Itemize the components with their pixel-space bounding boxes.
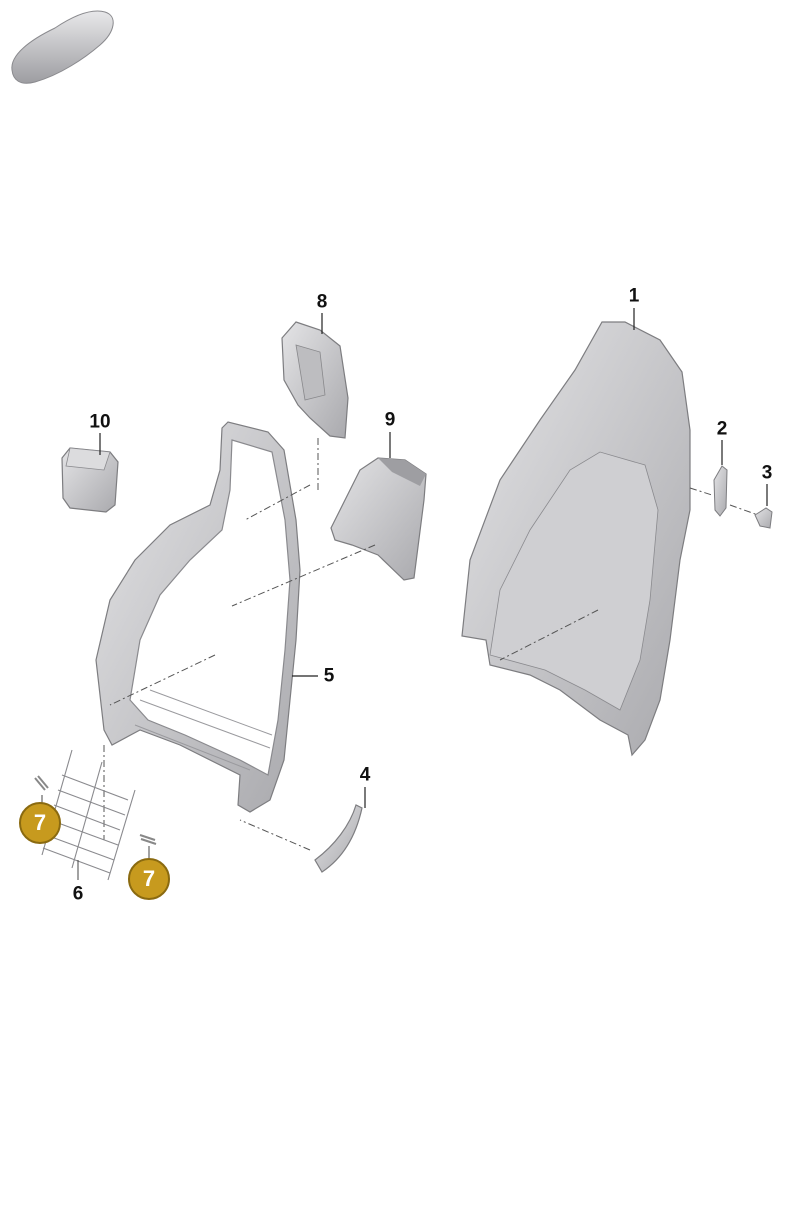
part-4-trim-cover[interactable] (239, 804, 363, 873)
part-9-back-panel[interactable] (330, 457, 427, 581)
callout-2[interactable]: 2 (716, 418, 728, 440)
callout-5[interactable]: 5 (323, 665, 335, 687)
callout-8[interactable]: 8 (316, 291, 328, 313)
callout-3[interactable]: 3 (761, 462, 773, 484)
part-5-backrest-frame[interactable] (95, 421, 376, 840)
callout-9[interactable]: 9 (384, 409, 396, 431)
badge-7-left[interactable]: 7 (19, 802, 61, 844)
car-silhouette-icon[interactable] (11, 10, 114, 84)
callout-4[interactable]: 4 (359, 764, 371, 786)
part-7-spring-b[interactable] (139, 834, 157, 858)
callout-6[interactable]: 6 (72, 883, 84, 905)
callout-10[interactable]: 10 (89, 411, 111, 433)
leader-lines (99, 308, 768, 808)
part-3-retainer[interactable] (754, 507, 773, 529)
part-2-clip[interactable] (713, 465, 728, 517)
part-1-backrest-shell[interactable] (461, 321, 759, 757)
callout-1[interactable]: 1 (628, 285, 640, 307)
badge-7-right[interactable]: 7 (128, 858, 170, 900)
part-8-guide-bracket[interactable] (281, 321, 349, 490)
part-10-headrest-pad[interactable] (61, 447, 119, 513)
